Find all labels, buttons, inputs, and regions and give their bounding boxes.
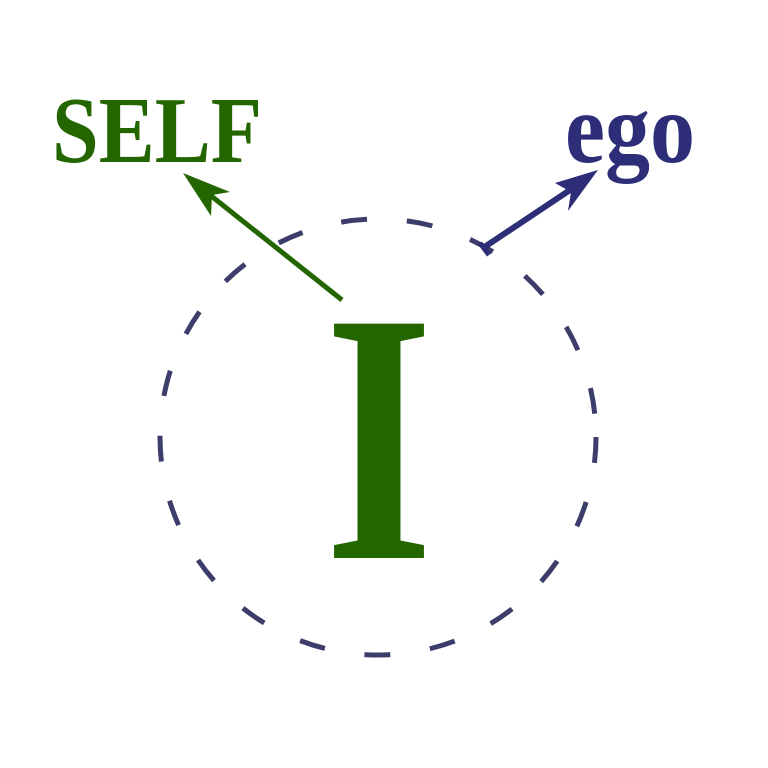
self-label: SELF (52, 79, 262, 183)
center-letter-i: I (325, 240, 434, 636)
ego-label: ego (565, 73, 695, 184)
ego-arrow (478, 170, 598, 257)
dashed-circle (157, 216, 599, 658)
self-arrow (183, 173, 344, 302)
